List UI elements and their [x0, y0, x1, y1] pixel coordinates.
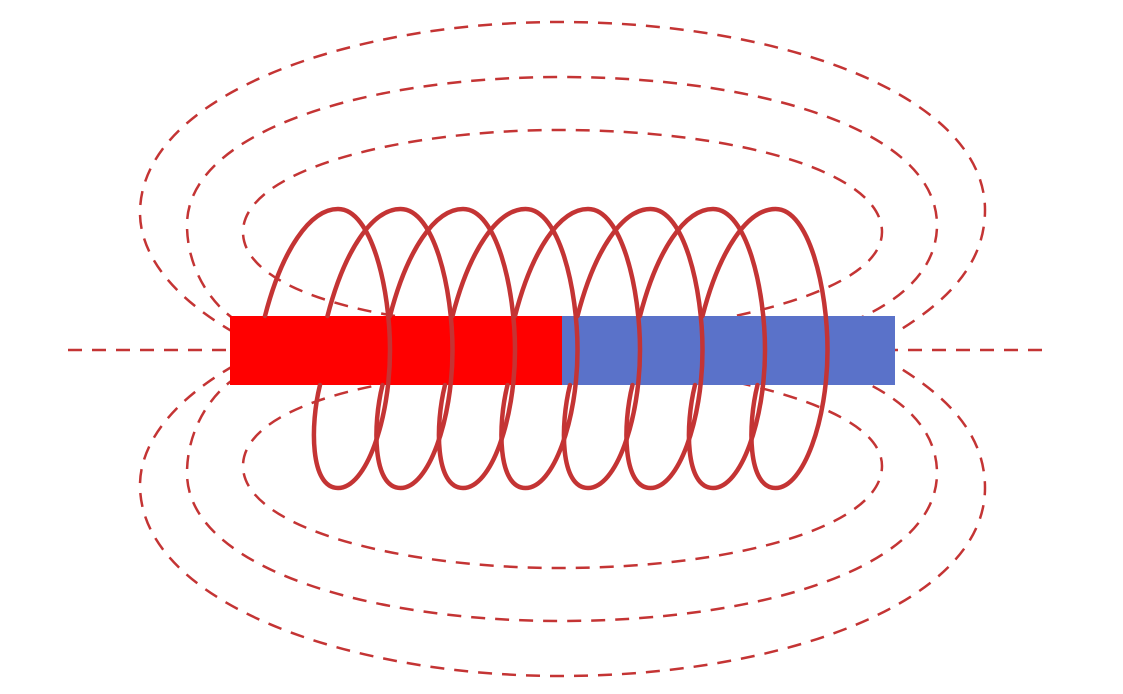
field-line-lower-1 [138, 363, 987, 678]
coil-turn-7 [637, 206, 768, 491]
field-line-lower-3 [241, 380, 884, 570]
coil-turn-8 [700, 206, 830, 491]
coil-turn-2 [325, 206, 455, 491]
coil-turn-4 [450, 206, 580, 491]
field-line-upper-3 [241, 128, 884, 318]
coil-turn-5 [512, 206, 643, 491]
coil [262, 206, 830, 491]
field-lines [138, 20, 987, 678]
field-line-upper-1 [138, 20, 987, 335]
coil-turn-6 [575, 206, 705, 491]
field-line-upper-2 [185, 75, 939, 324]
coil-turn-1 [262, 206, 393, 491]
coil-turn-3 [387, 206, 518, 491]
magnet-south-half [562, 316, 895, 385]
field-line-lower-2 [185, 374, 939, 623]
magnet-north-half [230, 316, 562, 385]
